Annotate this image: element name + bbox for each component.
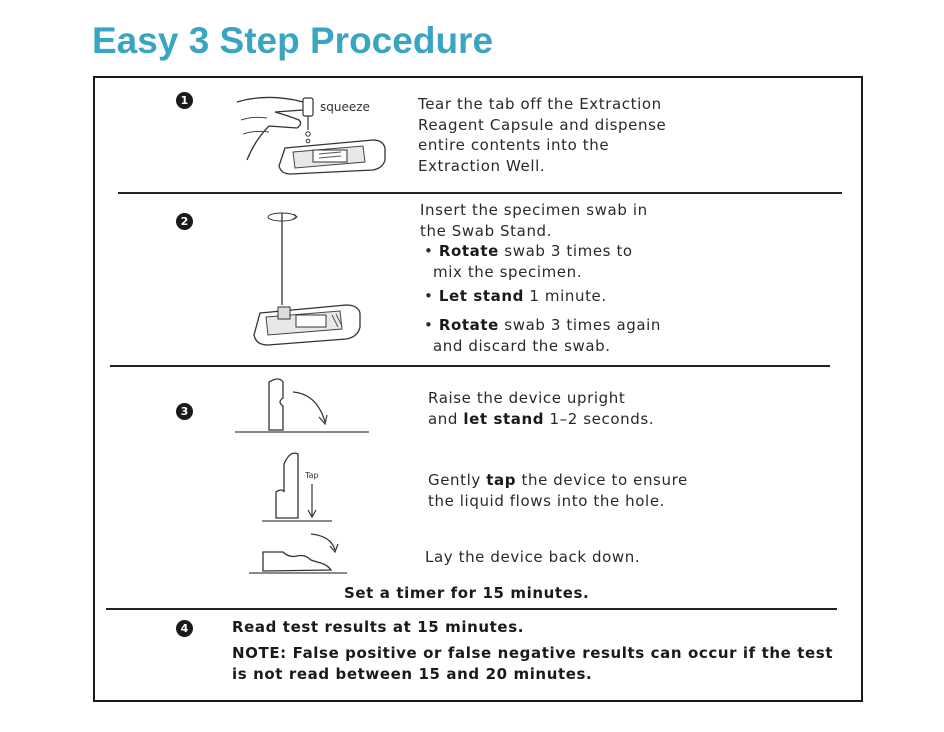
step-divider-1 [118, 192, 842, 194]
step-2-text-line-1: Insert the specimen swab in [420, 201, 648, 219]
step-divider-3 [106, 608, 837, 610]
step-3b-bold: tap [486, 471, 517, 489]
step-3b-post: the device to ensure [516, 471, 688, 489]
step-3a-pre: and [428, 409, 464, 428]
bullet-char: • [424, 287, 434, 305]
step-3-number: 3 [176, 403, 193, 420]
step-4-read-line: Read test results at 15 minutes. [232, 618, 525, 636]
step-1-text-line-1: Tear the tab off the Extraction [418, 95, 662, 113]
step-3b-line-1: Gently tap the device to ensure [428, 470, 688, 491]
step-1-text-line-3: entire contents into the [418, 136, 610, 154]
step-4-note-line-2: is not read between 15 and 20 minutes. [232, 664, 593, 683]
step-3-lay-down-illustration [247, 530, 357, 578]
step-2-bullet-3-line-2: and discard the swab. [433, 336, 611, 355]
step-3a-line-2: and let stand 1–2 seconds. [428, 409, 654, 430]
step-2-bullet-1-line-2: mix the specimen. [433, 262, 583, 281]
bullet-1-rest: swab 3 times to [498, 242, 633, 260]
bullet-1-bold: Rotate [438, 242, 499, 260]
bullet-3-rest: swab 3 times again [498, 316, 662, 334]
step-3b-pre: Gently [428, 471, 487, 489]
timer-instruction: Set a timer for 15 minutes. [344, 584, 590, 602]
bullet-3-bold: Rotate [438, 316, 499, 334]
step-3a-line-1: Raise the device upright [428, 389, 626, 407]
step-2-bullet-1: • Rotate swab 3 times to [424, 241, 633, 262]
step-1-text-line-4: Extraction Well. [418, 156, 546, 175]
tap-label: Tap [305, 471, 319, 480]
step-2-bullet-3: • Rotate swab 3 times again [424, 315, 661, 336]
bullet-char: • [424, 242, 434, 260]
step-3c-line: Lay the device back down. [425, 548, 641, 566]
step-1-number: 1 [176, 92, 193, 109]
bullet-2-rest: 1 minute. [524, 287, 607, 305]
step-divider-2 [110, 365, 830, 367]
step-4-number: 4 [176, 620, 193, 637]
step-3a-post: 1–2 seconds. [544, 409, 655, 428]
step-3a-bold: let stand [463, 409, 545, 428]
step-3b-line-2: the liquid flows into the hole. [428, 491, 666, 510]
bullet-char: • [424, 316, 434, 334]
bullet-2-bold: Let stand [438, 287, 524, 305]
page-title: Easy 3 Step Procedure [92, 20, 494, 61]
procedure-frame [93, 76, 863, 702]
step-1-text-line-2: Reagent Capsule and dispense [418, 115, 667, 134]
step-4-note-line-1: NOTE: False positive or false negative r… [232, 644, 834, 662]
step-1-squeeze-illustration [233, 90, 393, 178]
step-3-raise-illustration [233, 372, 373, 436]
step-2-number: 2 [176, 213, 193, 230]
step-3-tap-illustration [262, 444, 342, 524]
step-2-swab-illustration [250, 205, 370, 353]
squeeze-label: squeeze [320, 100, 370, 114]
step-2-bullet-2: • Let stand 1 minute. [424, 286, 607, 307]
step-2-text-line-2: the Swab Stand. [420, 221, 553, 240]
